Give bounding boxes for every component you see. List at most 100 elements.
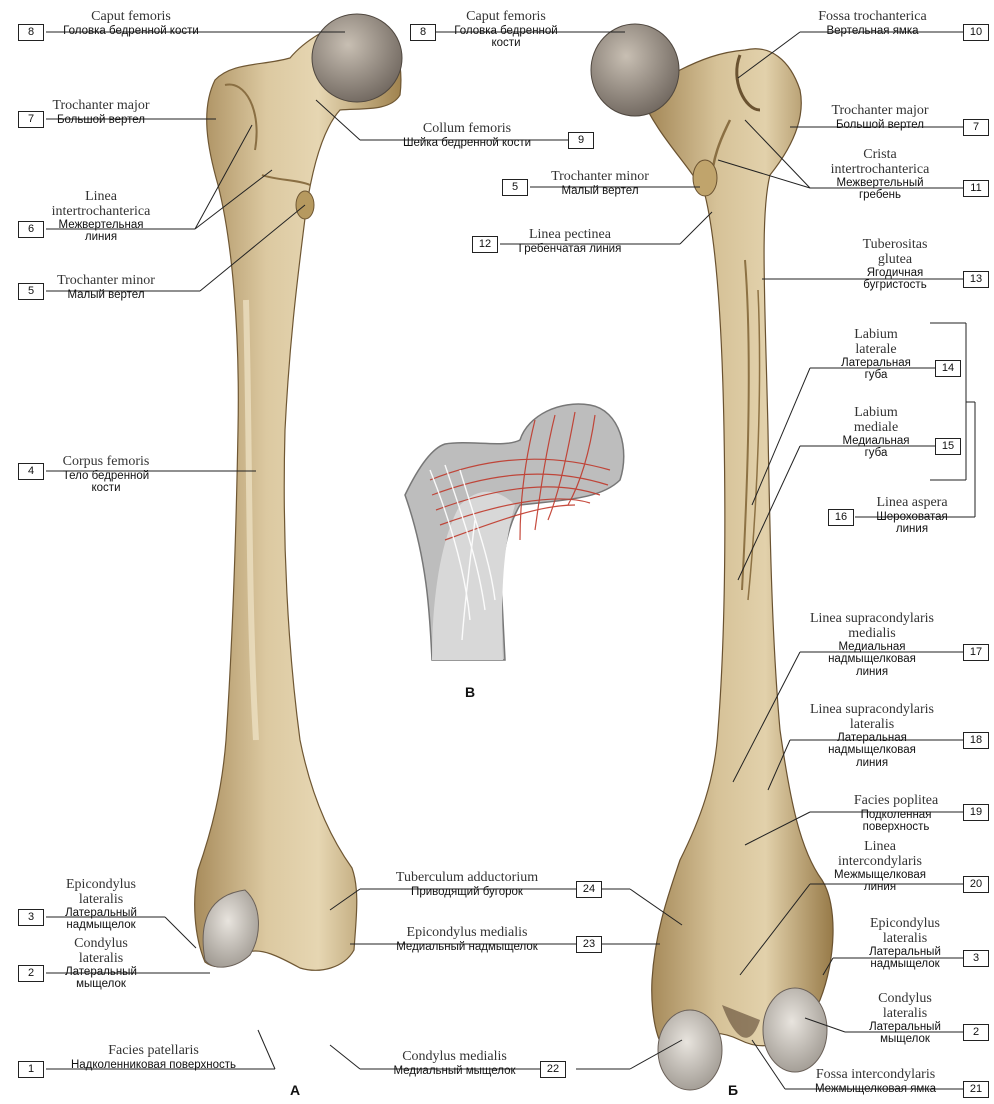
latin-term: intercondylaris xyxy=(820,855,940,870)
latin-term: lateralis xyxy=(46,952,156,967)
russian-term: Большой вертел xyxy=(820,119,940,131)
russian-term: Малый вертел xyxy=(46,289,166,301)
russian-term: Медиальная xyxy=(792,641,952,653)
latin-term: Trochanter major xyxy=(820,104,940,119)
latin-term: Linea xyxy=(46,190,156,205)
russian-term: Латеральный xyxy=(850,1021,960,1033)
label-number-box: 4 xyxy=(18,463,44,480)
label-number-box: 2 xyxy=(18,965,44,982)
russian-term: Латеральный xyxy=(46,966,156,978)
russian-term: Большой вертел xyxy=(46,114,156,126)
latin-term: Labium xyxy=(826,406,926,421)
latin-term: Corpus femoris xyxy=(46,455,166,470)
russian-term: Гребенчатая линия xyxy=(500,243,640,255)
label-number-box: 20 xyxy=(963,876,989,893)
latin-term: Linea xyxy=(820,840,940,855)
label-number-box: 2 xyxy=(963,1024,989,1041)
russian-term: гребень xyxy=(810,189,950,201)
russian-term: губа xyxy=(826,447,926,459)
latin-term: Epicondylus xyxy=(850,917,960,932)
label-number-box: 16 xyxy=(828,509,854,526)
latin-term: Linea supracondylaris xyxy=(792,612,952,627)
latin-term: Tuberculum adductorium xyxy=(372,871,562,886)
label-number-box: 9 xyxy=(568,132,594,149)
label-number-box: 12 xyxy=(472,236,498,253)
russian-term: линия xyxy=(792,757,952,769)
russian-term: кости xyxy=(46,482,166,494)
latin-term: Linea pectinea xyxy=(500,228,640,243)
label-number-box: 7 xyxy=(963,119,989,136)
latin-term: glutea xyxy=(840,253,950,268)
femur-anterior xyxy=(195,14,402,970)
russian-term: Ягодичная xyxy=(840,267,950,279)
label-number-box: 1 xyxy=(18,1061,44,1078)
latin-term: lateralis xyxy=(850,1007,960,1022)
latin-term: lateralis xyxy=(46,893,156,908)
russian-term: Шейка бедренной кости xyxy=(372,137,562,149)
latin-term: Collum femoris xyxy=(372,122,562,137)
russian-term: Латеральный xyxy=(46,907,156,919)
label-number-box: 6 xyxy=(18,221,44,238)
label-number-box: 5 xyxy=(502,179,528,196)
latin-term: lateralis xyxy=(850,932,960,947)
russian-term: Межмыщелковая ямка xyxy=(788,1083,963,1095)
russian-term: Вертельная ямка xyxy=(800,25,945,37)
label-number-box: 23 xyxy=(576,936,602,953)
russian-term: Малый вертел xyxy=(530,185,670,197)
russian-term: Надколенниковая поверхность xyxy=(46,1059,261,1071)
russian-term: губа xyxy=(826,369,926,381)
russian-term: Межвертельная xyxy=(46,219,156,231)
latin-term: intertrochanterica xyxy=(810,163,950,178)
russian-term: Латеральный xyxy=(850,946,960,958)
latin-term: Trochanter major xyxy=(46,99,156,114)
label-number-box: 14 xyxy=(935,360,961,377)
russian-term: надмыщелковая xyxy=(792,744,952,756)
russian-term: Межвертельный xyxy=(810,177,950,189)
label-l14: LabiumlateraleЛатеральнаягуба xyxy=(826,328,926,382)
russian-term: мыщелок xyxy=(850,1033,960,1045)
latin-term: Fossa intercondylaris xyxy=(788,1068,963,1083)
latin-term: Crista xyxy=(810,148,950,163)
russian-term: Медиальная xyxy=(826,435,926,447)
label-l22: Condylus medialisМедиальный мыщелок xyxy=(372,1050,537,1077)
russian-term: линия xyxy=(792,666,952,678)
label-number-box: 24 xyxy=(576,881,602,898)
latin-term: Fossa trochanterica xyxy=(800,10,945,25)
latin-term: intertrochanterica xyxy=(46,205,156,220)
latin-term: Tuberositas xyxy=(840,238,950,253)
latin-term: Facies patellaris xyxy=(46,1044,261,1059)
label-number-box: 10 xyxy=(963,24,989,41)
russian-term: кости xyxy=(436,37,576,49)
label-l2b: CondyluslateralisЛатеральныймыщелок xyxy=(850,992,960,1046)
latin-term: Labium xyxy=(826,328,926,343)
plate-label-c: В xyxy=(465,684,475,700)
russian-term: Шероховатая xyxy=(862,511,962,523)
label-number-box: 17 xyxy=(963,644,989,661)
latin-term: Condylus medialis xyxy=(372,1050,537,1065)
label-l17: Linea supracondylarismedialisМедиальнаян… xyxy=(792,612,952,678)
russian-term: надмыщелок xyxy=(46,919,156,931)
latin-term: Condylus xyxy=(850,992,960,1007)
label-number-box: 7 xyxy=(18,111,44,128)
label-l19: Facies popliteaПодколеннаяповерхность xyxy=(836,794,956,833)
russian-term: линия xyxy=(820,881,940,893)
plate-label-a: А xyxy=(290,1082,300,1098)
label-number-box: 18 xyxy=(963,732,989,749)
russian-term: линия xyxy=(862,523,962,535)
latin-term: lateralis xyxy=(792,718,952,733)
latin-term: laterale xyxy=(826,343,926,358)
latin-term: Caput femoris xyxy=(46,10,216,25)
